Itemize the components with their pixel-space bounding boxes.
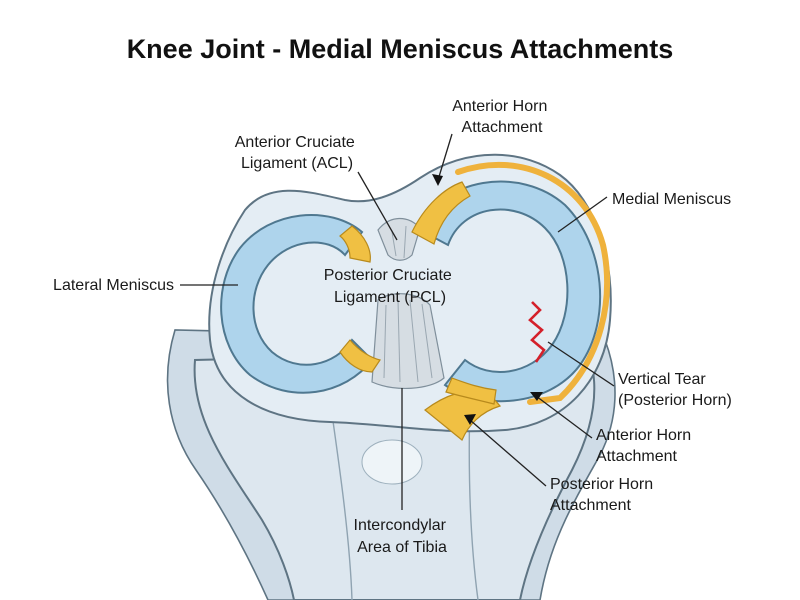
label-intercondylar-area: Intercondylar Area of Tibia	[354, 517, 451, 556]
tibial-tuberosity	[361, 439, 423, 485]
label-acl: Anterior Cruciate Ligament (ACL)	[235, 134, 360, 172]
label-pcl: Posterior Cruciate Ligament (PCL)	[324, 267, 457, 306]
leader-anterior-horn-bottom	[535, 395, 593, 439]
ligament-fiber	[391, 231, 397, 257]
leader-acl	[357, 171, 398, 241]
label-lateral-meniscus: Lateral Meniscus	[53, 277, 174, 294]
ligament-fiber	[397, 299, 401, 383]
acl-ligament	[377, 217, 421, 261]
arrowhead	[464, 414, 476, 425]
label-anterior-horn-attachment-top: Anterior Horn Attachment	[452, 98, 552, 136]
label-anterior-horn-attachment-bottom: Anterior Horn Attachment	[596, 427, 696, 465]
leader-medial-meniscus	[557, 196, 608, 233]
medial-meniscus-rim	[455, 161, 611, 405]
lateral-anterior-horn-attachment	[339, 225, 371, 263]
lateral-meniscus	[220, 214, 374, 394]
lateral-posterior-horn-attachment	[339, 339, 381, 373]
leader-posterior-horn	[469, 419, 547, 487]
ligament-fiber	[403, 225, 407, 259]
ligament-fiber	[383, 304, 387, 379]
ligament-fiber	[421, 303, 433, 379]
leader-anterior-horn-top	[437, 133, 453, 181]
medial-anterior-horn-attachment	[411, 181, 471, 245]
tibia-contour-line	[329, 399, 353, 600]
label-medial-meniscus: Medial Meniscus	[612, 191, 731, 208]
leader-vertical-tear	[547, 341, 615, 387]
label-posterior-horn-attachment: Posterior Horn Attachment	[550, 476, 658, 514]
ligament-fiber	[409, 299, 419, 383]
pcl-ligament	[371, 293, 445, 389]
label-vertical-tear: Vertical Tear (Posterior Horn)	[618, 371, 732, 409]
vertical-tear	[528, 301, 546, 363]
arrowhead	[432, 174, 443, 186]
medial-posterior-horn-root	[445, 377, 497, 405]
arrowhead	[530, 392, 543, 401]
page-title: Knee Joint - Medial Meniscus Attachments	[127, 34, 674, 64]
